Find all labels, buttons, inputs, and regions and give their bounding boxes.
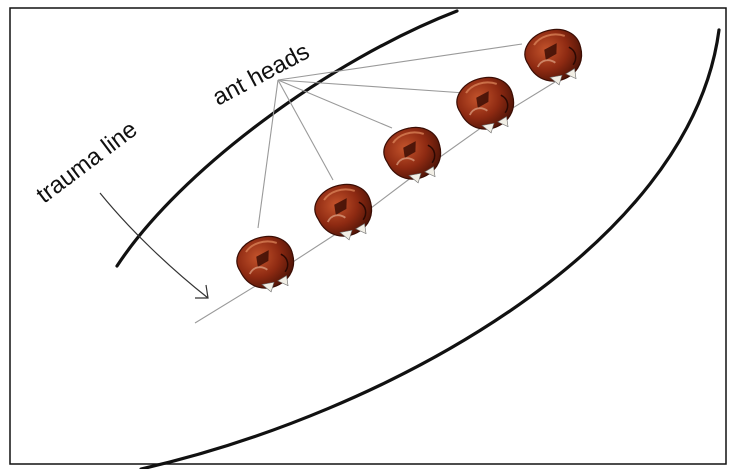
- ant-head-3: [377, 118, 451, 192]
- ant-head-1: [230, 227, 304, 301]
- trauma-line-pointer-arrow: [99, 192, 209, 299]
- ant-head-2: [308, 175, 382, 249]
- diagram-frame: [9, 7, 727, 465]
- ant-heads-label: ant heads: [208, 38, 314, 111]
- trauma-line-label: trauma line: [31, 116, 142, 209]
- lower-boundary-curve: [139, 28, 721, 469]
- upper-boundary-curve: [115, 9, 459, 268]
- ant-heads-pointer-lines: [257, 43, 523, 229]
- ant-head-4: [450, 68, 524, 142]
